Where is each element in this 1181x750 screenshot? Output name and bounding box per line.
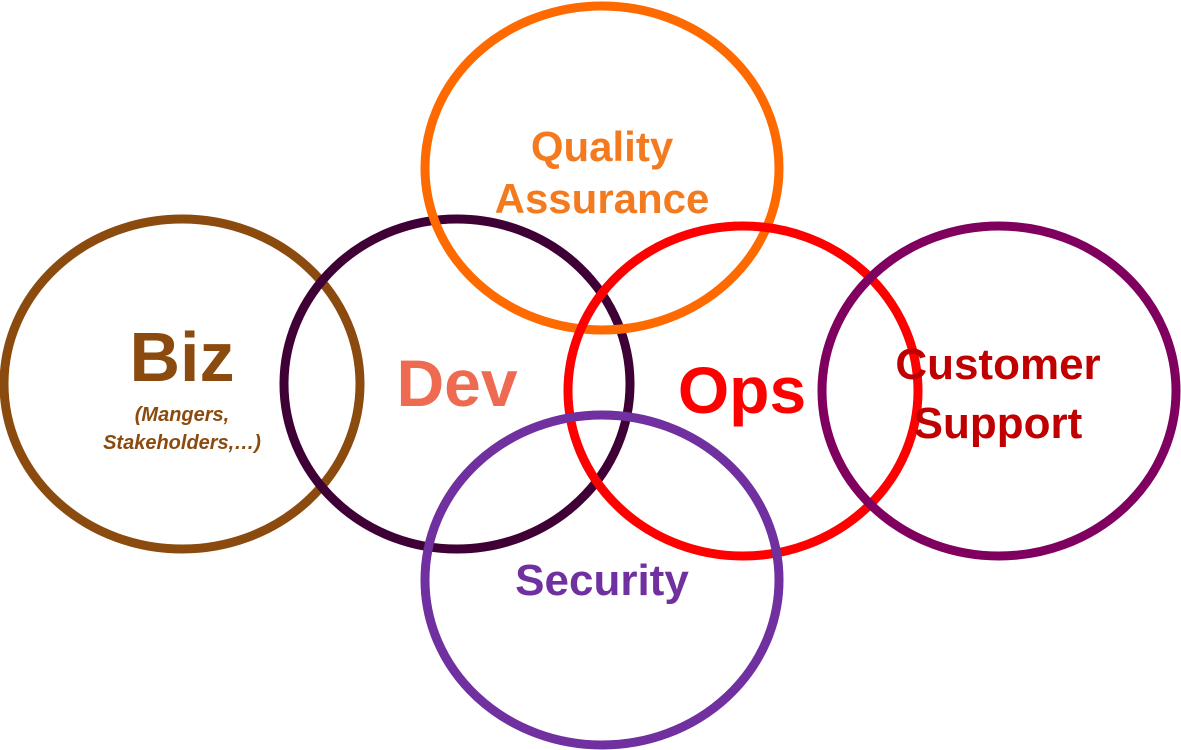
biz-circle [0, 214, 365, 554]
customer-support-circle [817, 221, 1181, 561]
biz-subtitle-2: Stakeholders,…) [103, 432, 261, 454]
qa-label-line1: Quality [530, 123, 674, 170]
customer-support-label-line1: Customer [895, 340, 1101, 389]
biz-label: Biz [129, 318, 235, 396]
dev-label: Dev [396, 346, 518, 420]
security-circle [420, 410, 784, 750]
biz-subtitle-1: (Mangers, [134, 404, 230, 426]
customer-support-label-line2: Support [913, 399, 1083, 448]
security-label: Security [515, 556, 689, 605]
qa-label-line2: Assurance [494, 175, 710, 222]
dev-circle [279, 214, 635, 554]
ops-circle [563, 221, 923, 561]
qa-circle [420, 1, 784, 335]
ops-label: Ops [677, 353, 807, 427]
